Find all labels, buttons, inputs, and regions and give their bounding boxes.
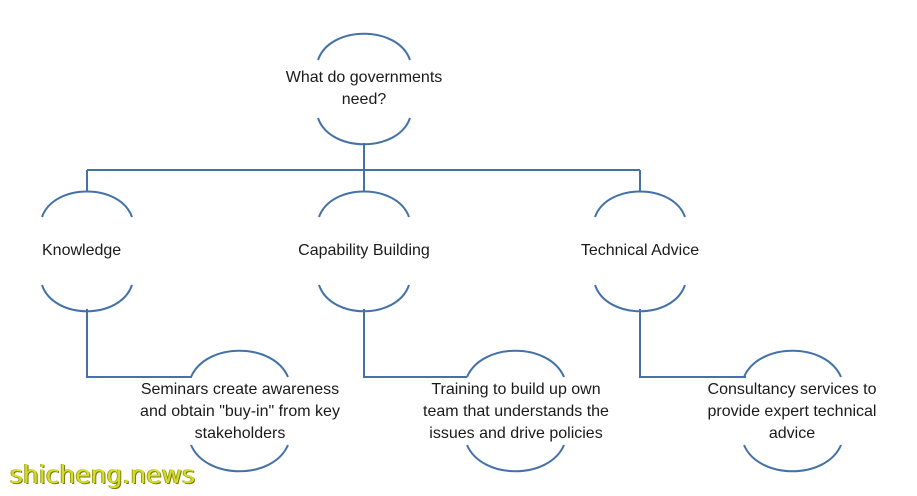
capability-detail-top-arc <box>466 349 565 378</box>
capability-detail-bottom-arc <box>466 444 565 473</box>
detail-connectors <box>86 309 746 378</box>
technical-detail-line-3: advice <box>768 425 816 442</box>
knowledge-detail-line-2: and obtain "buy-in" from key <box>140 403 340 420</box>
capability-top-arc <box>318 190 410 218</box>
root-label-line-2: need? <box>341 91 387 108</box>
knowledge-node-label: Knowledge <box>42 240 121 262</box>
knowledge-detail-shape <box>190 349 289 473</box>
root-top-arc <box>317 32 411 61</box>
capability-detail-line-2: team that understands the <box>423 403 609 420</box>
knowledge-detail-line-3: stakeholders <box>194 425 286 442</box>
capability-label-text: Capability Building <box>298 242 430 259</box>
root-node-label: What do governments need? <box>264 67 464 111</box>
technical-bottom-arc <box>594 284 686 313</box>
technical-top-arc <box>594 190 686 218</box>
root-label-line-1: What do governments <box>285 69 443 86</box>
technical-node-label: Technical Advice <box>540 240 740 262</box>
technical-detail-shape <box>743 349 842 473</box>
watermark-text: shicheng.news <box>10 460 196 489</box>
technical-detail-line-2: provide expert technical <box>707 403 877 420</box>
technical-detail-label: Consultancy services to provide expert t… <box>662 379 917 445</box>
knowledge-bottom-arc <box>41 284 133 313</box>
knowledge-top-arc <box>41 190 133 218</box>
technical-detail-bottom-arc <box>743 444 842 473</box>
capability-detail-line-3: issues and drive policies <box>429 425 603 442</box>
knowledge-detail-line-1: Seminars create awareness <box>140 381 340 398</box>
technical-label-text: Technical Advice <box>580 242 700 259</box>
root-bottom-arc <box>317 117 411 146</box>
capability-node-label: Capability Building <box>264 240 464 262</box>
capability-detail-shape <box>466 349 565 473</box>
technical-to-detail <box>639 309 746 378</box>
capability-detail-label: Training to build up own team that under… <box>386 379 646 445</box>
capability-bottom-arc <box>318 284 410 313</box>
knowledge-detail-bottom-arc <box>190 444 289 473</box>
technical-detail-line-1: Consultancy services to <box>707 381 877 398</box>
knowledge-detail-label: Seminars create awareness and obtain "bu… <box>110 379 370 445</box>
root-connectors <box>86 143 641 192</box>
capability-detail-line-1: Training to build up own <box>431 381 601 398</box>
knowledge-detail-top-arc <box>190 349 289 378</box>
knowledge-label-text: Knowledge <box>42 242 122 259</box>
capability-to-detail <box>363 309 467 378</box>
technical-detail-top-arc <box>743 349 842 378</box>
knowledge-to-detail <box>86 309 192 378</box>
